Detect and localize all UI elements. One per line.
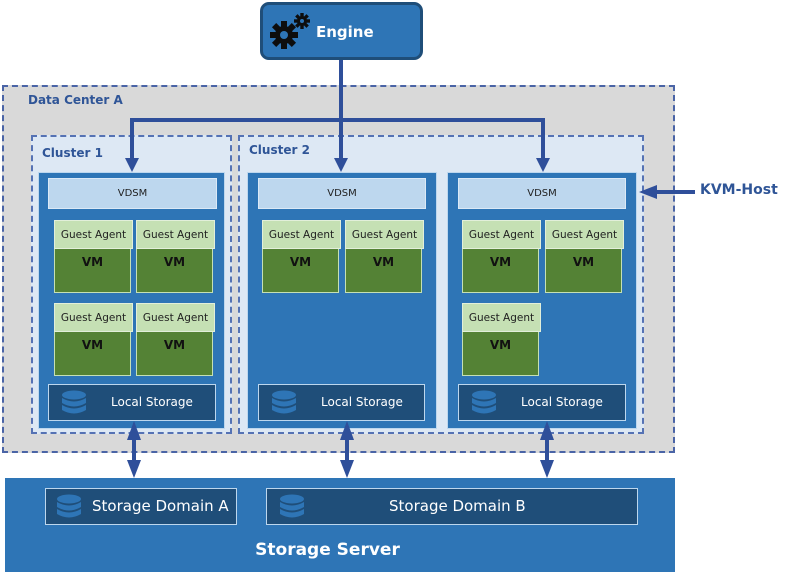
vm-label: VM <box>289 255 312 269</box>
vm-label: VM <box>163 338 186 352</box>
guest-agent: Guest Agent <box>54 303 133 332</box>
guest-agent: Guest Agent <box>345 220 424 249</box>
local-storage-label: Local Storage <box>521 395 603 409</box>
storage-domain-label: Storage Domain B <box>389 497 526 515</box>
local-storage: Local Storage <box>458 384 626 421</box>
kvm-host-3: VDSM Guest Agent VM Guest Agent VM Guest… <box>447 172 637 429</box>
vdsm: VDSM <box>48 178 217 209</box>
guest-agent: Guest Agent <box>54 220 133 249</box>
engine-box: Engine <box>260 2 423 60</box>
kvm-host-2: VDSM Guest Agent VM Guest Agent VM Local… <box>247 172 437 429</box>
storage-domain-label: Storage Domain A <box>92 497 229 515</box>
vm: Guest Agent VM <box>545 220 624 293</box>
vdsm: VDSM <box>458 178 626 209</box>
guest-agent: Guest Agent <box>262 220 341 249</box>
local-storage-label: Local Storage <box>321 395 403 409</box>
data-center-label: Data Center A <box>28 93 123 107</box>
vm: Guest Agent VM <box>345 220 424 293</box>
vm-label: VM <box>489 255 512 269</box>
storage-domain-b: Storage Domain B <box>266 488 638 525</box>
arrowhead-down-3 <box>540 460 554 478</box>
gears-icon <box>270 13 310 49</box>
vm: Guest Agent VM <box>462 220 541 293</box>
vdsm: VDSM <box>258 178 426 209</box>
local-storage-label: Local Storage <box>111 395 193 409</box>
vm: Guest Agent VM <box>54 220 133 293</box>
local-storage: Local Storage <box>258 384 425 421</box>
vm: Guest Agent VM <box>136 220 215 293</box>
vm-label: VM <box>489 338 512 352</box>
guest-agent: Guest Agent <box>136 220 215 249</box>
vm-label: VM <box>81 255 104 269</box>
cluster-2-label: Cluster 2 <box>249 143 310 157</box>
vm: Guest Agent VM <box>54 303 133 376</box>
vm-label: VM <box>163 255 186 269</box>
database-icon <box>62 390 86 414</box>
database-icon <box>472 390 496 414</box>
storage-domain-a: Storage Domain A <box>45 488 237 525</box>
arrowhead-down-2 <box>340 460 354 478</box>
database-icon <box>57 494 81 518</box>
vm-label: VM <box>372 255 395 269</box>
guest-agent: Guest Agent <box>545 220 624 249</box>
vm: Guest Agent VM <box>262 220 341 293</box>
storage-server-label: Storage Server <box>255 540 400 560</box>
engine-label: Engine <box>316 23 374 41</box>
guest-agent: Guest Agent <box>136 303 215 332</box>
kvm-host-label: KVM-Host <box>700 182 778 198</box>
vm-label: VM <box>572 255 595 269</box>
vm: Guest Agent VM <box>462 303 541 376</box>
cluster-1-label: Cluster 1 <box>42 146 103 160</box>
kvm-host-1: VDSM Guest Agent VM Guest Agent VM Guest… <box>38 172 225 429</box>
arrowhead-down-1 <box>127 460 141 478</box>
database-icon <box>272 390 296 414</box>
database-icon <box>280 494 304 518</box>
guest-agent: Guest Agent <box>462 220 541 249</box>
vm: Guest Agent VM <box>136 303 215 376</box>
local-storage: Local Storage <box>48 384 216 421</box>
vm-label: VM <box>81 338 104 352</box>
guest-agent: Guest Agent <box>462 303 541 332</box>
